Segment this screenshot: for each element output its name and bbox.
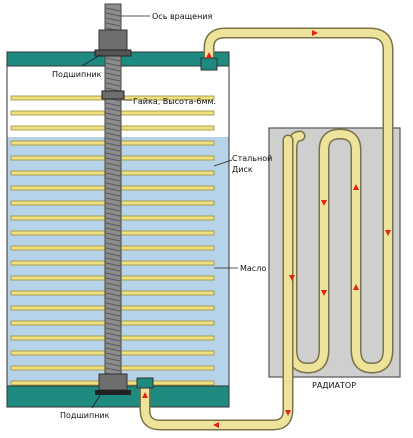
nut-label: Гайка, Высота-6мм. bbox=[133, 97, 216, 106]
rod-thread bbox=[105, 182, 121, 187]
rod-thread bbox=[105, 202, 121, 207]
rod-thread bbox=[105, 242, 121, 247]
flow-arrow bbox=[312, 30, 318, 36]
rod-thread bbox=[105, 287, 121, 292]
rotation-axis bbox=[94, 3, 132, 395]
bearing-top-label: Подшипник bbox=[52, 70, 102, 79]
bottom-bearing-plate bbox=[95, 390, 131, 395]
rod-thread bbox=[105, 152, 121, 157]
rod-thread bbox=[105, 187, 121, 192]
rod-thread bbox=[105, 297, 121, 302]
pipe-top bbox=[205, 29, 392, 372]
rod-thread bbox=[105, 57, 121, 62]
rod-thread bbox=[105, 267, 121, 272]
rod-thread bbox=[105, 212, 121, 217]
flow-arrow bbox=[353, 284, 359, 290]
rod-thread bbox=[105, 292, 121, 297]
flow-arrows bbox=[142, 30, 391, 428]
rod-thread bbox=[105, 62, 121, 67]
rod-thread bbox=[105, 352, 121, 357]
flow-arrow bbox=[353, 184, 359, 190]
rod-thread bbox=[105, 17, 121, 22]
axis-label: Ось вращения bbox=[152, 12, 213, 21]
leader-line-bearing-top bbox=[81, 54, 101, 67]
rod-thread bbox=[105, 132, 121, 137]
flow-arrow bbox=[213, 422, 219, 428]
rod-thread bbox=[105, 232, 121, 237]
rod-thread bbox=[105, 312, 121, 317]
rod-thread bbox=[105, 7, 121, 12]
rod-thread bbox=[105, 177, 121, 182]
leader-line-bearing-bottom bbox=[91, 391, 103, 409]
rod-thread bbox=[105, 117, 121, 122]
rod-thread bbox=[105, 302, 121, 307]
steel-disk-label-line2: Диск bbox=[232, 165, 253, 174]
flow-arrow bbox=[206, 52, 212, 58]
rod-thread bbox=[105, 22, 121, 27]
rod-thread bbox=[105, 147, 121, 152]
rod-thread bbox=[105, 252, 121, 257]
rod-thread bbox=[105, 307, 121, 312]
rod-thread bbox=[105, 142, 121, 147]
leader-line-disk bbox=[213, 159, 233, 167]
rod-thread bbox=[105, 322, 121, 327]
rod-thread bbox=[105, 77, 121, 82]
rod-thread bbox=[105, 197, 121, 202]
rod-thread bbox=[105, 327, 121, 332]
rod-thread bbox=[105, 347, 121, 352]
leader-lines bbox=[81, 15, 238, 409]
rod-thread bbox=[105, 237, 121, 242]
rod-thread bbox=[105, 137, 121, 142]
bottom-inlet-fitting bbox=[136, 377, 154, 389]
rod-thread bbox=[105, 112, 121, 117]
rod-thread bbox=[105, 247, 121, 252]
flow-arrow bbox=[321, 290, 327, 296]
rod-thread bbox=[105, 342, 121, 347]
flow-arrow bbox=[142, 392, 148, 398]
top-bearing-plate bbox=[94, 49, 132, 57]
flow-arrow bbox=[289, 275, 295, 281]
rod-thread bbox=[105, 227, 121, 232]
rod-thread bbox=[105, 262, 121, 267]
rod-thread bbox=[105, 337, 121, 342]
radiator-label: РАДИАТОР bbox=[312, 381, 356, 390]
bearing-bottom-label: Подшипник bbox=[60, 411, 110, 420]
rod-thread bbox=[105, 12, 121, 17]
rod-thread bbox=[105, 217, 121, 222]
rod-thread bbox=[105, 317, 121, 322]
rod-thread bbox=[105, 192, 121, 197]
rod-thread bbox=[105, 127, 121, 132]
rod-thread bbox=[105, 72, 121, 77]
rod-thread bbox=[105, 367, 121, 372]
rod-thread bbox=[105, 167, 121, 172]
rod-thread bbox=[105, 207, 121, 212]
top-outlet-fitting bbox=[200, 57, 218, 71]
flow-arrow bbox=[385, 230, 391, 236]
nut bbox=[101, 90, 125, 100]
flow-arrow bbox=[321, 200, 327, 206]
rod-thread bbox=[105, 82, 121, 87]
rod-thread bbox=[105, 172, 121, 177]
steel-disk-label-line1: Стальной bbox=[232, 154, 272, 163]
rod-thread bbox=[105, 277, 121, 282]
top-bearing-block bbox=[98, 29, 128, 51]
rod-thread bbox=[105, 67, 121, 72]
rod-thread bbox=[105, 222, 121, 227]
rod-thread bbox=[105, 122, 121, 127]
rod-thread bbox=[105, 162, 121, 167]
rod-thread bbox=[105, 282, 121, 287]
rod-thread bbox=[105, 102, 121, 107]
rod-thread bbox=[105, 157, 121, 162]
rod-thread bbox=[105, 357, 121, 362]
oil-label: Масло bbox=[240, 264, 266, 273]
rod-thread bbox=[105, 362, 121, 367]
rod-thread bbox=[105, 257, 121, 262]
flow-arrow bbox=[285, 410, 291, 416]
rod-thread bbox=[105, 332, 121, 337]
bottom-bearing-block bbox=[98, 373, 128, 391]
rod-thread bbox=[105, 272, 121, 277]
rod-thread bbox=[105, 107, 121, 112]
